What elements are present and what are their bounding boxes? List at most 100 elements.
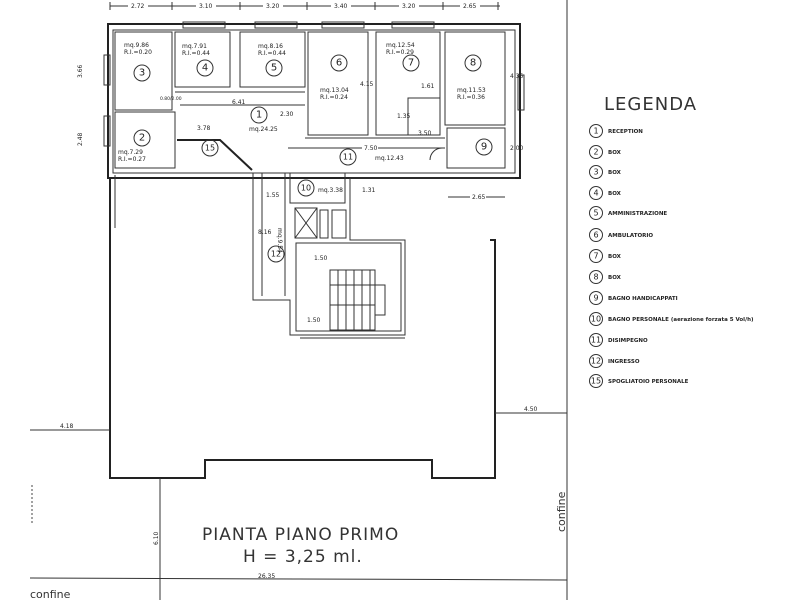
dim-left-upper: 3.66	[77, 64, 84, 78]
dim-entry-w: 1.55	[266, 192, 280, 199]
dim-room15: 3.78	[197, 125, 211, 132]
legend-number-circle	[589, 312, 603, 326]
dim-room9-w: 2.65	[472, 194, 486, 201]
room-areas: mq.9.86 R.I.=0.20 mq.7.91 R.I.=0.44 mq.8…	[118, 42, 486, 253]
dim-room8-depth: 4.35	[510, 73, 524, 80]
room-8-area: mq.11.53	[457, 87, 486, 94]
legend-label: RECEPTION	[608, 129, 643, 135]
room-4-ri: R.I.=0.44	[182, 50, 210, 57]
dim-top-4: 3.40	[334, 3, 348, 10]
legend-number: 12	[591, 357, 601, 366]
legend-number: 4	[593, 189, 598, 198]
room-2-area: mq.7.29	[118, 149, 143, 156]
room-7-ri: R.I.=0.29	[386, 49, 414, 56]
plan-height: H = 3,25 ml.	[243, 547, 363, 567]
legend-item: 4 BOX	[589, 186, 622, 200]
legend-number-circle	[589, 249, 603, 263]
confine-label-bottom: confine	[30, 588, 71, 600]
legend-number: 6	[593, 231, 598, 240]
room-12-area: mq.9.54	[276, 228, 283, 253]
room-labels: 1 2 3 4 5 6 7 8 9 10 11 12 15	[133, 54, 493, 263]
legend-item: 15 SPOGLIATOIO PERSONALE	[589, 374, 689, 388]
dim-lot-width: 26.35	[258, 573, 275, 580]
dim-left-lower: 2.48	[77, 132, 84, 146]
legend-label: BOX	[608, 170, 622, 176]
legend-number: 9	[593, 294, 598, 303]
dim-room6-depth: 4.15	[360, 81, 374, 88]
plan-title: PIANTA PIANO PRIMO	[202, 525, 399, 545]
legend-number: 7	[593, 252, 598, 261]
legend-label: BOX	[608, 191, 622, 197]
dim-corridor-w: 7.50	[364, 145, 378, 152]
legend-number-circle	[589, 354, 603, 368]
legend-number: 11	[591, 336, 601, 345]
legend-item: 5 AMMINISTRAZIONE	[589, 206, 667, 220]
dimensions: 3.66 2.48 6.41 2.30 3.78 4.15 4.35 2.00 …	[60, 64, 538, 580]
dim-front-setback: 6.10	[153, 531, 160, 545]
dim-left-setback: 4.18	[60, 423, 74, 430]
room-6-ri: R.I.=0.24	[320, 94, 348, 101]
legend-number-circle	[589, 333, 603, 347]
confine-label-right: confine	[555, 491, 568, 532]
room-2-ri: R.I.=0.27	[118, 156, 146, 163]
legend-number: 15	[591, 377, 601, 386]
staircase	[329, 269, 386, 331]
lower-block-walls	[109, 172, 515, 479]
top-dimension-chain: 2.72 3.10 3.20 3.40 3.20 2.65	[109, 2, 500, 10]
legend-number: 10	[591, 315, 601, 324]
dim-corridor-h: 3.50	[418, 130, 432, 137]
legend-number-circle	[589, 124, 603, 138]
legend-label: BOX	[608, 275, 622, 281]
legend-number-circle	[589, 228, 603, 242]
legend-number: 8	[593, 273, 598, 282]
dim-right-setback: 4.50	[524, 406, 538, 413]
legend-label: BOX	[608, 150, 622, 156]
room-8-number: 8	[470, 58, 476, 69]
room-7-area: mq.12.54	[386, 42, 415, 49]
legend-number-circle	[589, 374, 603, 388]
room-10-number: 10	[301, 184, 311, 193]
dim-landing: 1.50	[314, 255, 328, 262]
dim-room7-notch-h: 1.35	[397, 113, 411, 120]
room-10-area: mq.3.38	[318, 187, 343, 194]
room-12-number: 12	[271, 250, 281, 259]
room-5-number: 5	[271, 63, 277, 74]
room-8-ri: R.I.=0.36	[457, 94, 485, 101]
legend-item: 3 BOX	[589, 165, 622, 179]
room-11-number: 11	[343, 153, 353, 162]
legend-item: 1 RECEPTION	[589, 124, 643, 138]
legend-label: SPOGLIATOIO PERSONALE	[608, 379, 689, 385]
dim-window-ratio: 0.80/2.00	[160, 96, 182, 102]
legend-item: 12 INGRESSO	[589, 354, 640, 368]
lot-lines	[29, 0, 568, 600]
legend-number-circle	[589, 291, 603, 305]
dim-top-6: 2.65	[463, 3, 477, 10]
legend-label: AMMINISTRAZIONE	[608, 211, 667, 217]
room-6-area: mq.13.04	[320, 87, 349, 94]
legend-number: 1	[593, 127, 598, 136]
legend-number: 3	[593, 168, 598, 177]
legend-label: INGRESSO	[608, 359, 640, 365]
room-7-number: 7	[408, 58, 414, 69]
legend-label: BAGNO HANDICAPPATI	[608, 296, 678, 302]
dim-top-1: 2.72	[131, 3, 145, 10]
legend-item: 2 BOX	[589, 145, 622, 159]
room-4-number: 4	[202, 63, 208, 74]
dim-bath-depth: 1.31	[362, 187, 376, 194]
legend-number: 2	[593, 148, 598, 157]
dim-reception-depth: 2.30	[280, 111, 294, 118]
room-2-number: 2	[139, 133, 145, 144]
legend-number: 5	[593, 209, 598, 218]
room-5-area: mq.8.16	[258, 43, 283, 50]
legend-number-circle	[589, 145, 603, 159]
room-4-area: mq.7.91	[182, 43, 207, 50]
room-11-area: mq.12.43	[375, 155, 404, 162]
legend-number-circle	[589, 206, 603, 220]
room-1-area: mq.24.25	[249, 126, 278, 133]
dim-top-3: 3.20	[266, 3, 280, 10]
